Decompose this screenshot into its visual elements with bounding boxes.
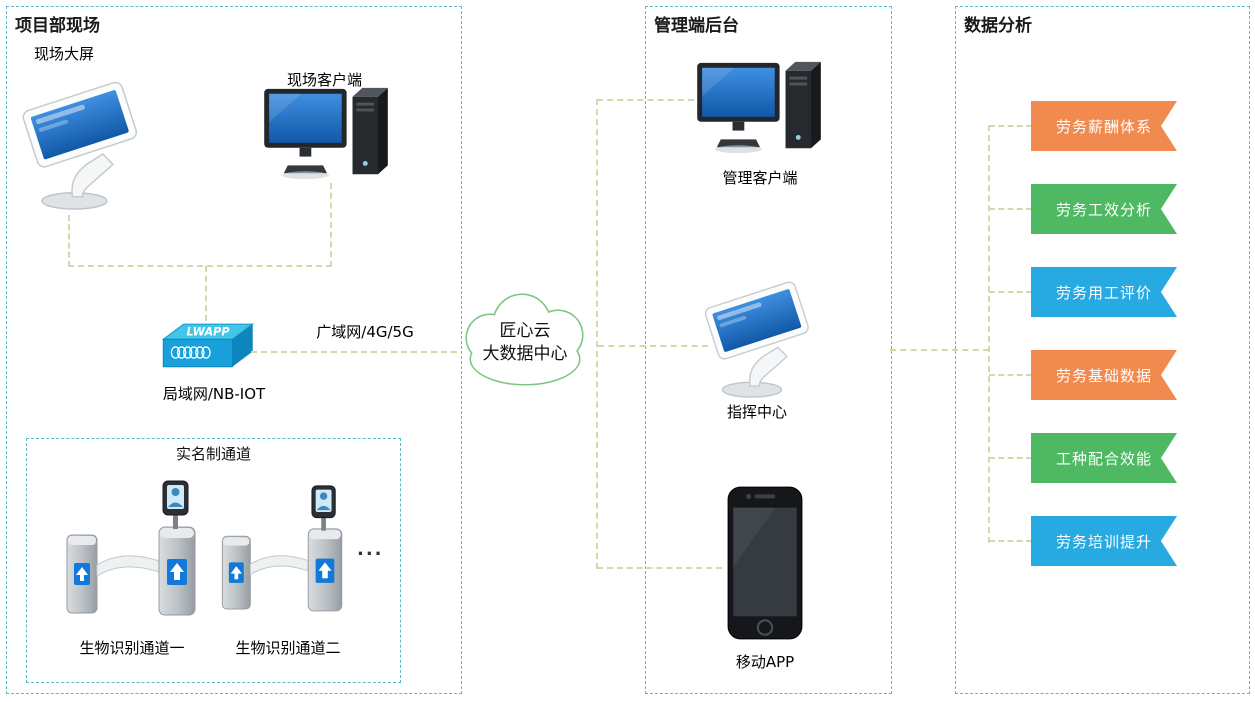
connector-desktop-down: [330, 183, 332, 267]
zone-management-backend: 管理端后台 管理客户端 指挥中心 移动APP: [645, 6, 892, 694]
more-gates-ellipsis: ...: [357, 539, 384, 560]
connector-kiosk-down: [68, 215, 70, 267]
connector-banner-6: [989, 540, 1032, 542]
connector-to-analysis: [890, 349, 989, 351]
zone-site-title: 项目部现场: [15, 16, 100, 36]
big-screen-label: 现场大屏: [34, 45, 95, 63]
connector-site-join: [68, 265, 332, 267]
connector-analysis-trunk: [988, 125, 990, 543]
cloud-datacenter: 匠心云 大数据中心: [452, 288, 598, 390]
zone-analysis-title: 数据分析: [964, 16, 1032, 36]
realname-channel-box: 实名制通道 生物识别通道一 生物识别通道二 ...: [26, 438, 401, 683]
cloud-icon: [465, 293, 584, 386]
zone-mgmt-title: 管理端后台: [654, 16, 739, 36]
connector-switch-cloud: [251, 351, 457, 353]
gate1-label: 生物识别通道一: [79, 639, 185, 657]
site-desktop-icon: [264, 87, 388, 180]
site-kiosk-icon: [21, 79, 139, 210]
turnstile-gate2-icon: [221, 485, 343, 612]
wan-label: 广域网/4G/5G: [316, 323, 414, 341]
cloud-name: 匠心云: [499, 321, 551, 341]
analysis-banner: 工种配合效能: [1031, 433, 1177, 483]
connector-to-command-center: [598, 345, 708, 347]
analysis-banner: 劳务薪酬体系: [1031, 101, 1177, 151]
connector-banner-2: [989, 208, 1032, 210]
mobile-app-label: 移动APP: [735, 653, 795, 671]
mgmt-desktop-icon: [697, 61, 821, 154]
analysis-banner: 劳务用工评价: [1031, 267, 1177, 317]
lan-label: 局域网/NB-IOT: [162, 385, 266, 403]
command-kiosk-icon: [704, 279, 810, 398]
connector-banner-1: [989, 125, 1032, 127]
site-client-label: 现场客户端: [287, 71, 363, 89]
gate2-label: 生物识别通道二: [235, 639, 341, 657]
channel-title: 实名制通道: [169, 443, 258, 464]
mgmt-client-label: 管理客户端: [722, 169, 798, 187]
analysis-banner: 劳务工效分析: [1031, 184, 1177, 234]
smartphone-icon: [727, 486, 803, 640]
zone-data-analysis: 数据分析 劳务薪酬体系 劳务工效分析 劳务用工评价 劳务基础数据 工种配合效能 …: [955, 6, 1250, 694]
coil-icon: [170, 346, 211, 359]
analysis-banner: 劳务培训提升: [1031, 516, 1177, 566]
command-center-label: 指挥中心: [726, 403, 787, 421]
cloud-subname: 大数据中心: [482, 344, 568, 364]
connector-to-mgmt-client: [597, 99, 704, 101]
connector-mgmt-trunk: [596, 99, 598, 569]
analysis-banner: 劳务基础数据: [1031, 350, 1177, 400]
turnstile-gate1-icon: [66, 480, 196, 616]
connector-banner-3: [989, 291, 1032, 293]
connector-banner-5: [989, 457, 1032, 459]
connector-to-mobile-app: [597, 567, 722, 569]
switch-brand-text: LWAPP: [186, 325, 230, 338]
zone-project-site: 项目部现场 现场大屏 现场客户端 LWAPP 局域网/NB-IOT 广域网/4G…: [6, 6, 462, 694]
connector-banner-4: [989, 374, 1032, 376]
connector-to-switch: [205, 266, 207, 321]
network-switch-icon: LWAPP: [161, 323, 255, 368]
